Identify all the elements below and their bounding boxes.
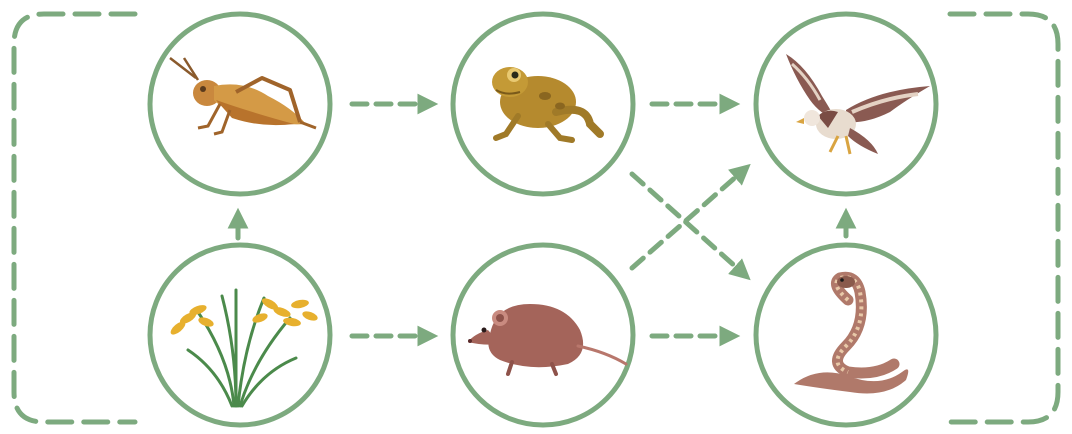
arrow-frog-to-snake bbox=[632, 174, 746, 276]
frame-left-bracket bbox=[14, 14, 135, 422]
node-eagle bbox=[756, 14, 936, 194]
arrow-rat-to-eagle bbox=[632, 168, 746, 268]
frame-right-bracket bbox=[950, 14, 1058, 422]
